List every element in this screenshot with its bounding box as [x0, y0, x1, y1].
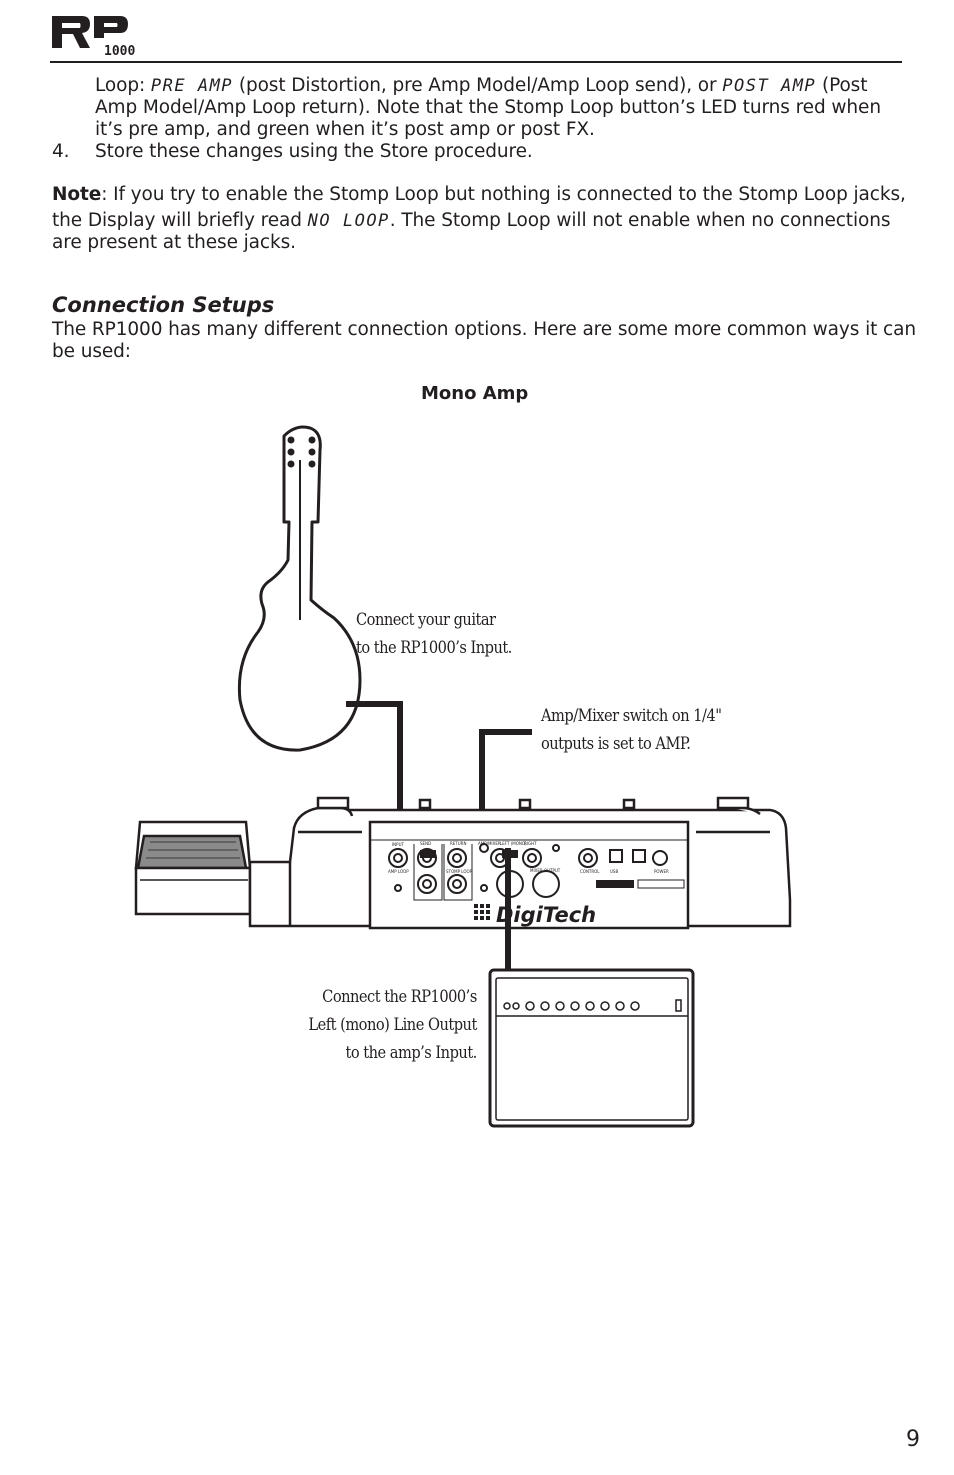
- rp1000-unit: [248, 796, 792, 930]
- switch-pointer: [479, 729, 532, 832]
- digitech-brand: DigiTech: [474, 903, 596, 927]
- logo-number: 1000: [104, 44, 135, 59]
- loop-line-1: Loop: PRE AMP (post Distortion, pre Amp …: [95, 75, 867, 97]
- guitar-cable: [346, 701, 403, 828]
- diagram-title: Mono Amp: [421, 383, 529, 404]
- header-rule: [50, 61, 902, 63]
- loop-post-start: (Post: [816, 75, 868, 96]
- lcd-no-loop: NO LOOP: [307, 211, 390, 231]
- note-line-2: the Display will briefly read NO LOOP. T…: [52, 210, 890, 232]
- caption-amp-line-2: Left (mono) Line Output: [308, 1015, 478, 1035]
- loop-prefix: Loop:: [95, 75, 151, 96]
- svg-text:AMP LOOP: AMP LOOP: [388, 869, 409, 874]
- caption-guitar-line-1: Connect your guitar: [356, 610, 496, 630]
- loop-line-2: Amp Model/Amp Loop return). Note that th…: [95, 97, 881, 118]
- caption-amp-line-1: Connect the RP1000’s: [322, 987, 477, 1007]
- svg-text:RIGHT: RIGHT: [524, 841, 537, 846]
- amp-illustration: [488, 968, 695, 1128]
- svg-text:RETURN: RETURN: [450, 841, 466, 846]
- lcd-post-amp: POST AMP: [722, 76, 817, 96]
- svg-text:SEND: SEND: [420, 841, 431, 846]
- caption-guitar-line-2: to the RP1000’s Input.: [356, 638, 512, 658]
- svg-text:LEFT (MONO): LEFT (MONO): [500, 841, 527, 846]
- svg-text:USB: USB: [610, 869, 618, 874]
- svg-text:CONTROL: CONTROL: [580, 869, 600, 874]
- svg-text:STOMP LOOP: STOMP LOOP: [446, 869, 473, 874]
- caption-amp-line-3: to the amp’s Input.: [345, 1043, 478, 1063]
- caption-switch-line-2: outputs is set to AMP.: [541, 734, 691, 754]
- caption-guitar: Connect your guitar to the RP1000’s Inpu…: [356, 606, 512, 662]
- page-number: 9: [906, 1427, 920, 1452]
- guitar-illustration: [237, 425, 362, 752]
- svg-text:MIXER OUTPUT: MIXER OUTPUT: [530, 868, 561, 873]
- section-line-2: be used:: [52, 341, 131, 362]
- brand-text: DigiTech: [496, 903, 596, 927]
- loop-mid: (post Distortion, pre Amp Model/Amp Loop…: [233, 75, 723, 96]
- section-title: Connection Setups: [52, 293, 275, 317]
- caption-switch-line-1: Amp/Mixer switch on 1/4": [541, 706, 722, 726]
- step-4-text: Store these changes using the Store proc…: [95, 141, 533, 162]
- note-label: Note: [52, 184, 102, 205]
- svg-text:AMP/MIXER: AMP/MIXER: [478, 841, 501, 846]
- lcd-pre-amp: PRE AMP: [150, 76, 234, 96]
- rp1000-logo: 1000: [50, 12, 135, 59]
- step-4-number: 4.: [52, 141, 70, 162]
- note-line-1: Note: If you try to enable the Stomp Loo…: [52, 184, 906, 206]
- svg-text:POWER: POWER: [654, 869, 669, 874]
- svg-text:INPUT: INPUT: [392, 842, 405, 847]
- panel-labels: INPUT AMP LOOP STOMP LOOP SEND RETURN AM…: [388, 841, 669, 874]
- caption-switch: Amp/Mixer switch on 1/4" outputs is set …: [541, 702, 722, 758]
- note-text-2a: the Display will briefly read: [52, 210, 308, 231]
- note-text-1: : If you try to enable the Stomp Loop bu…: [101, 184, 906, 205]
- section-line-1: The RP1000 has many different connection…: [52, 319, 916, 340]
- note-text-2b: . The Stomp Loop will not enable when no…: [389, 210, 891, 231]
- loop-line-3: it’s pre amp, and green when it’s post a…: [95, 119, 595, 140]
- expression-pedal: [134, 820, 252, 916]
- note-line-3: are present at these jacks.: [52, 232, 296, 253]
- caption-amp: Connect the RP1000’s Left (mono) Line Ou…: [308, 983, 478, 1067]
